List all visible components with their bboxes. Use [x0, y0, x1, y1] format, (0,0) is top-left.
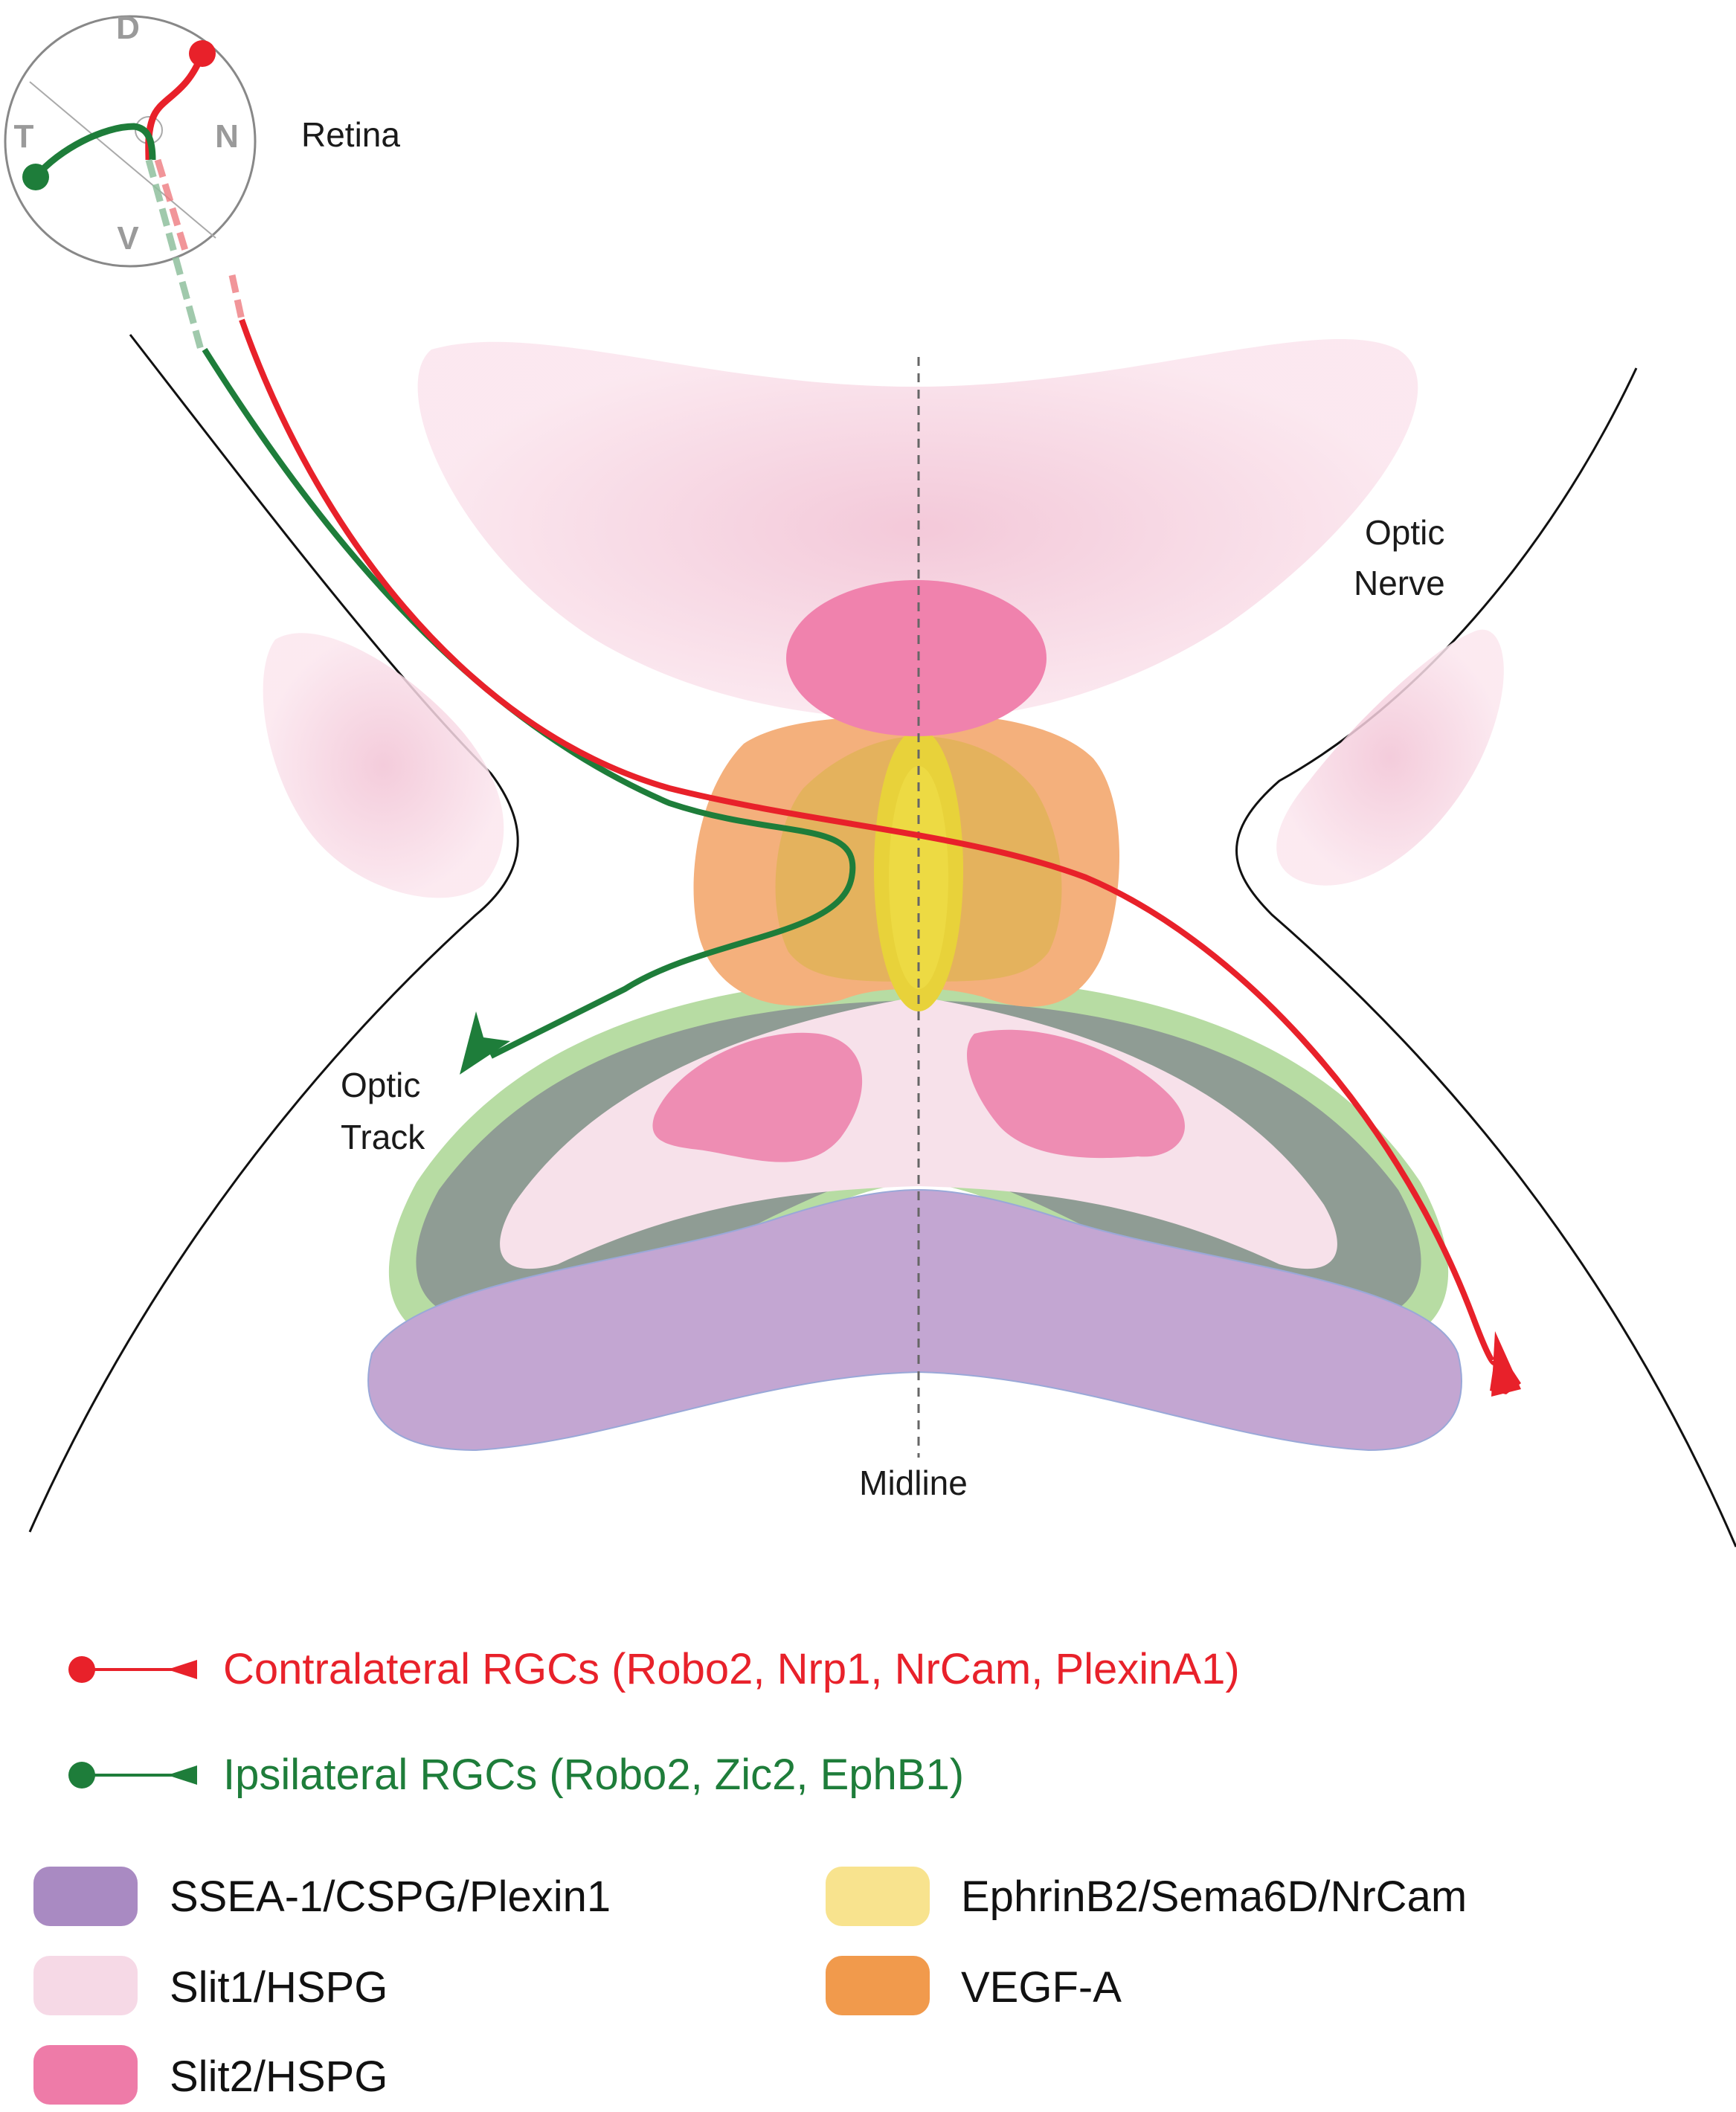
legend-swatch-vegfa [826, 1956, 930, 2015]
contralateral-legend-text: Contralateral RGCs (Robo2, Nrp1, NrCam, … [223, 1645, 1240, 1693]
ipsilateral-axon-path [202, 347, 856, 1059]
retina-axis-line [29, 81, 216, 239]
contralateral-cell-body [189, 40, 216, 67]
compass-dorsal: D [116, 10, 140, 46]
ipsilateral-cell-body [22, 164, 49, 190]
legend-swatch-ephrinb2 [826, 1867, 930, 1926]
legend-label-ephrinb2: EphrinB2/Sema6D/NrCam [961, 1873, 1467, 1921]
slit1-left-side-region [263, 633, 504, 898]
axon-legend-ipsilateral: Ipsilateral RGCs (Robo2, Zic2, EphB1) [68, 1751, 964, 1799]
contralateral-dashed-axon [154, 158, 190, 254]
legend-label-slit2: Slit2/HSPG [170, 2053, 388, 2101]
slit1-right-side-region [1276, 629, 1504, 886]
ssea1-region [367, 1188, 1462, 1452]
compass-temporal: T [14, 118, 34, 155]
ipsilateral-legend-arrow [167, 1765, 197, 1785]
legend-swatch-slit1 [33, 1956, 138, 2015]
right-tissue-outline [1235, 367, 1736, 1548]
retina-label: Retina [301, 115, 400, 154]
axon-legend-contralateral: Contralateral RGCs (Robo2, Nrp1, NrCam, … [68, 1645, 1240, 1693]
legend-swatch-slit2 [33, 2045, 138, 2105]
optic-nerve-label-line1: Optic [1365, 513, 1444, 552]
contralateral-axon-path [239, 318, 1498, 1366]
legend-label-ssea1: SSEA-1/CSPG/Plexin1 [170, 1873, 611, 1921]
ipsilateral-dashed-axon [145, 158, 205, 351]
optic-track-label-line2: Track [341, 1118, 425, 1156]
legend-label-slit1: Slit1/HSPG [170, 1963, 388, 2012]
contralateral-dashed-axon-2 [228, 274, 245, 321]
contralateral-arrowhead-tip [1491, 1331, 1521, 1397]
ephrinb2-core-highlight [889, 766, 948, 989]
legend-label-vegfa: VEGF-A [961, 1963, 1122, 2012]
compass-ventral: V [117, 220, 139, 257]
ipsilateral-legend-text: Ipsilateral RGCs (Robo2, Zic2, EphB1) [223, 1751, 964, 1799]
slit2-right-lower-region [967, 1029, 1185, 1159]
optic-nerve-label-line2: Nerve [1354, 564, 1445, 602]
compass-nasal: N [215, 118, 239, 155]
midline-label: Midline [859, 1464, 968, 1502]
left-tissue-outline [28, 334, 519, 1533]
slit2-top-region [786, 580, 1047, 736]
slit2-left-lower-region [652, 1032, 863, 1162]
axon-legend: Contralateral RGCs (Robo2, Nrp1, NrCam, … [68, 1645, 1240, 1799]
optic-track-label-line1: Optic [341, 1066, 420, 1104]
ipsilateral-retina-axon [33, 123, 156, 179]
legend-swatch-ssea1 [33, 1867, 138, 1926]
ipsilateral-arrowhead [460, 1011, 510, 1075]
contralateral-legend-arrow [167, 1660, 197, 1679]
region-legend: SSEA-1/CSPG/Plexin1 Slit1/HSPG Slit2/HSP… [33, 1867, 1467, 2105]
